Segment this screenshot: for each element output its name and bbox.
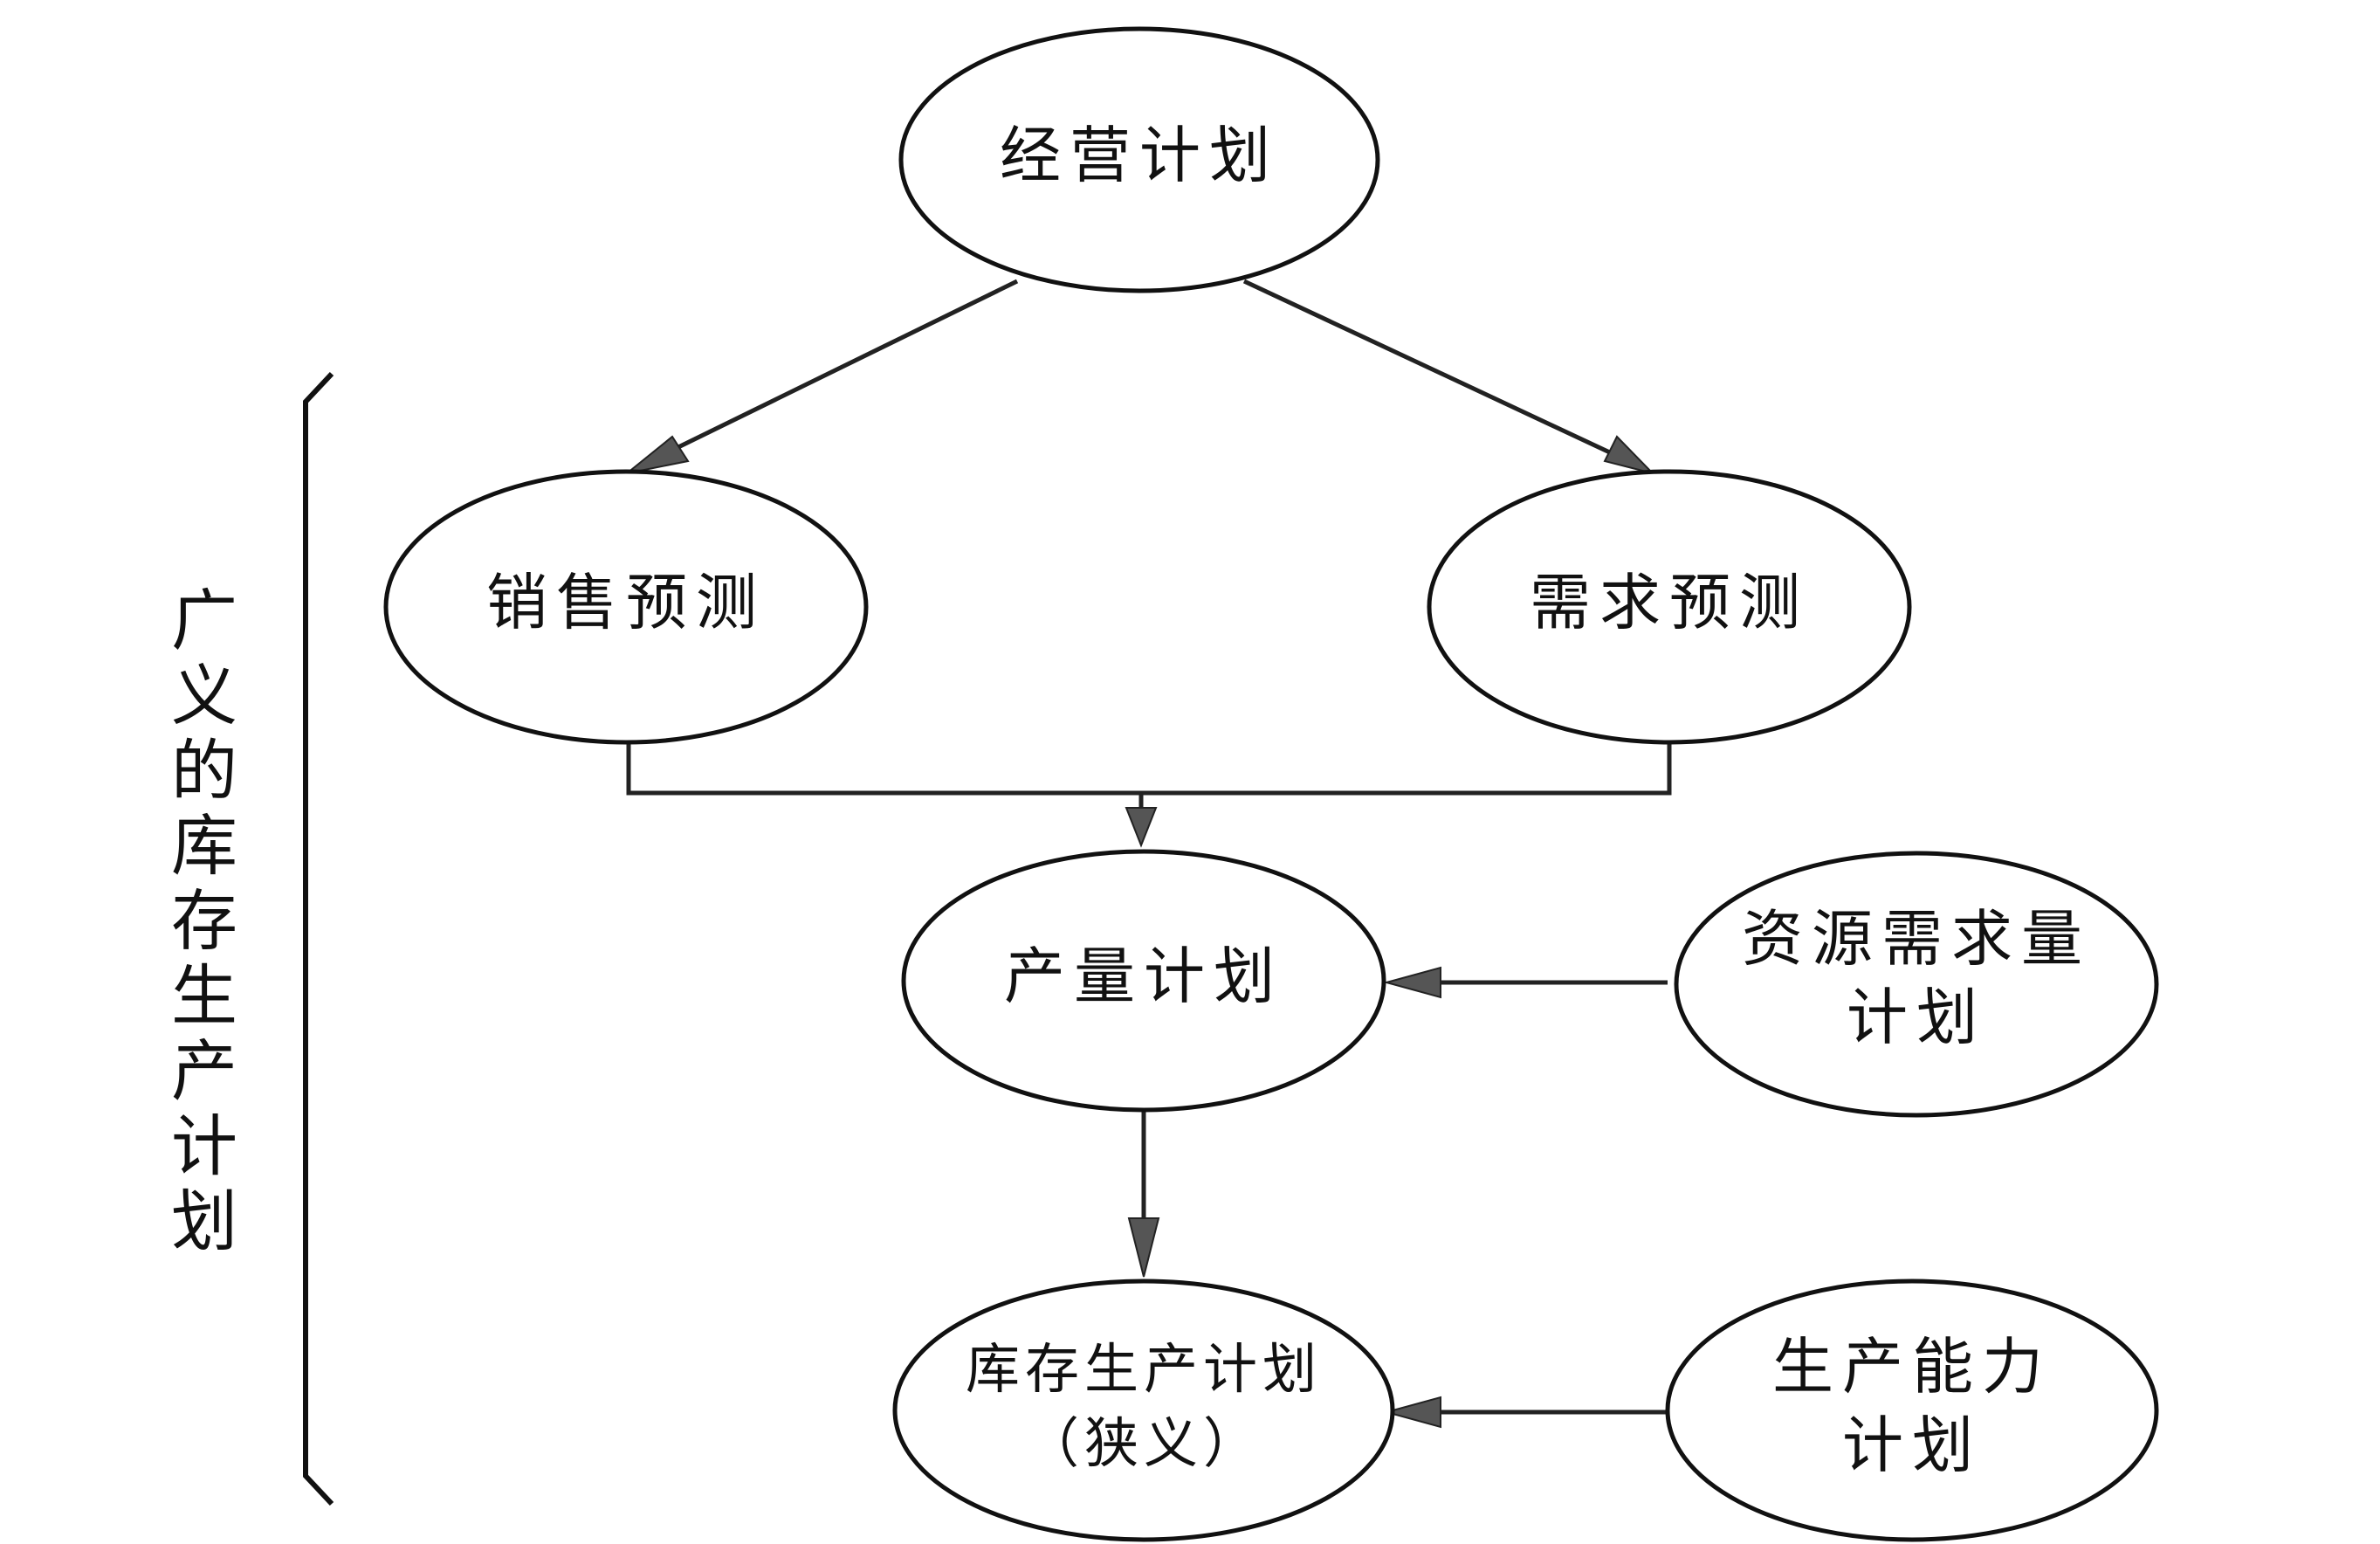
node-output-plan	[901, 849, 1386, 1113]
node-demand-forecast-label: 需求预测	[1530, 567, 1809, 638]
arrowhead-output	[1125, 807, 1158, 848]
node-business-plan-label: 经营计划	[1000, 120, 1279, 191]
arrowhead-inventory	[1127, 1217, 1160, 1278]
edge-business-to-sales	[636, 279, 1019, 470]
arrowhead-resource	[1383, 966, 1441, 999]
node-resource-plan	[1674, 851, 2159, 1118]
node-inventory-plan	[892, 1279, 1395, 1542]
node-sales-forecast	[383, 469, 869, 745]
node-demand-forecast	[1427, 469, 1912, 745]
scope-bracket	[303, 371, 334, 1506]
node-capacity-plan-line1: 生产能力	[1772, 1331, 2052, 1403]
node-sales-forecast-label: 销售预测	[486, 567, 766, 638]
node-inventory-plan-line2: （狭义）	[1025, 1411, 1262, 1475]
node-business-plan	[898, 26, 1380, 293]
node-resource-plan-line1: 资源需求量	[1742, 903, 2091, 975]
arrowhead-demand	[1603, 435, 1656, 475]
node-inventory-plan-line1: 库存生产计划	[966, 1337, 1322, 1401]
arrowhead-sales	[626, 435, 690, 474]
arrowhead-capacity	[1383, 1396, 1441, 1429]
node-output-plan-label: 产量计划	[1004, 941, 1283, 1012]
node-capacity-plan-line2: 计划	[1842, 1410, 1982, 1481]
broad-plan-label: 广义的库存生产计划	[160, 585, 237, 1261]
edge-business-to-demand	[1242, 279, 1643, 470]
node-capacity-plan	[1665, 1279, 2159, 1542]
node-resource-plan-line2: 计划	[1847, 982, 1986, 1053]
edge-forecasts-merge	[626, 742, 1672, 796]
